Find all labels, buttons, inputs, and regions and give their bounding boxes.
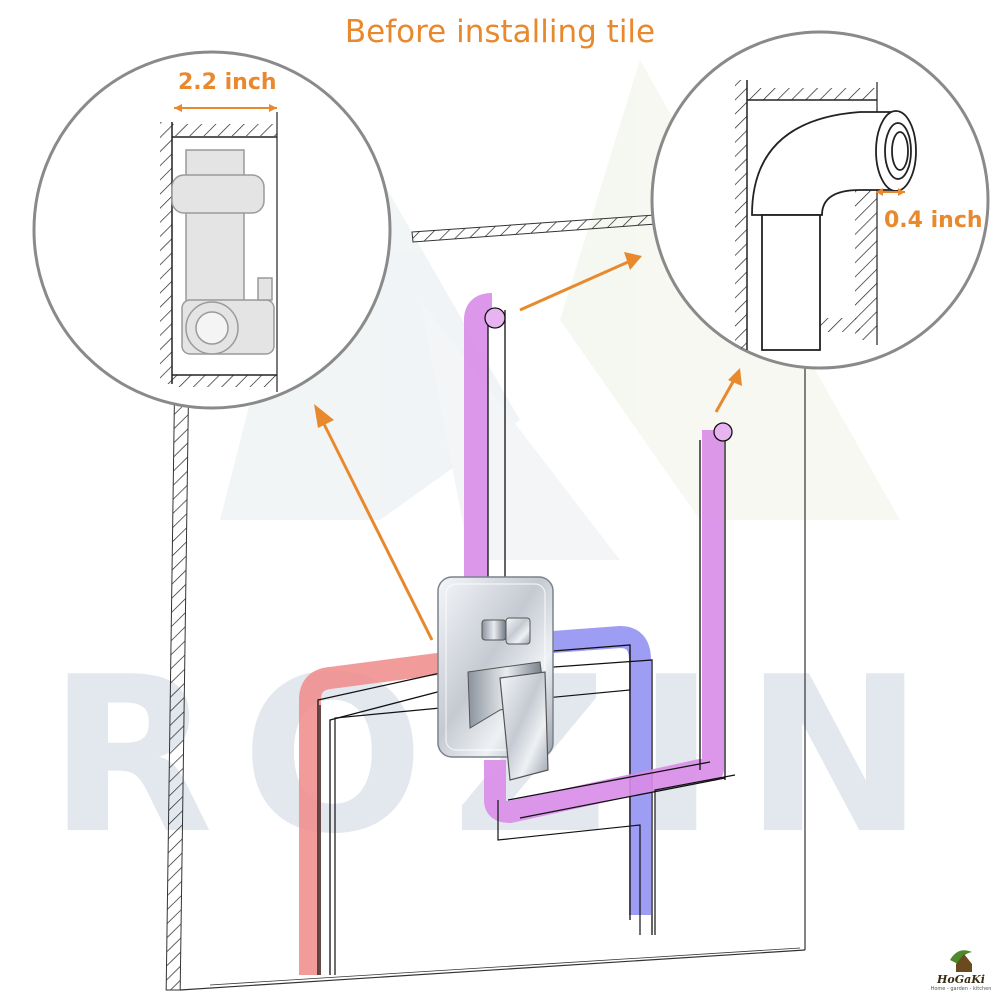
brand-tagline: Home - garden - kitchen xyxy=(930,986,992,992)
zoom-detail-left xyxy=(32,50,392,410)
brand-badge: HoGaKi Home - garden - kitchen xyxy=(928,960,994,993)
callout-arrows xyxy=(314,252,742,641)
hot-water-pipe xyxy=(299,652,447,975)
wall-outline xyxy=(165,214,806,991)
diverter-knob xyxy=(481,617,531,645)
dimension-label-width: 2.2 inch xyxy=(178,70,277,95)
mixer-valve xyxy=(437,576,554,781)
brand-logo-mark xyxy=(950,950,972,972)
brand-name: HoGaKi xyxy=(937,973,985,986)
cold-water-pipe xyxy=(539,626,653,935)
dimension-label-gap: 0.4 inch xyxy=(884,208,983,233)
mixer-lever-handle xyxy=(467,661,549,781)
elbow-fitting-sketch xyxy=(751,110,917,351)
valve-body-sketch xyxy=(171,149,275,355)
shower-outlet-pipe xyxy=(464,293,733,823)
zoom-detail-right xyxy=(650,30,990,370)
diagram-title: Before installing tile xyxy=(344,14,656,50)
